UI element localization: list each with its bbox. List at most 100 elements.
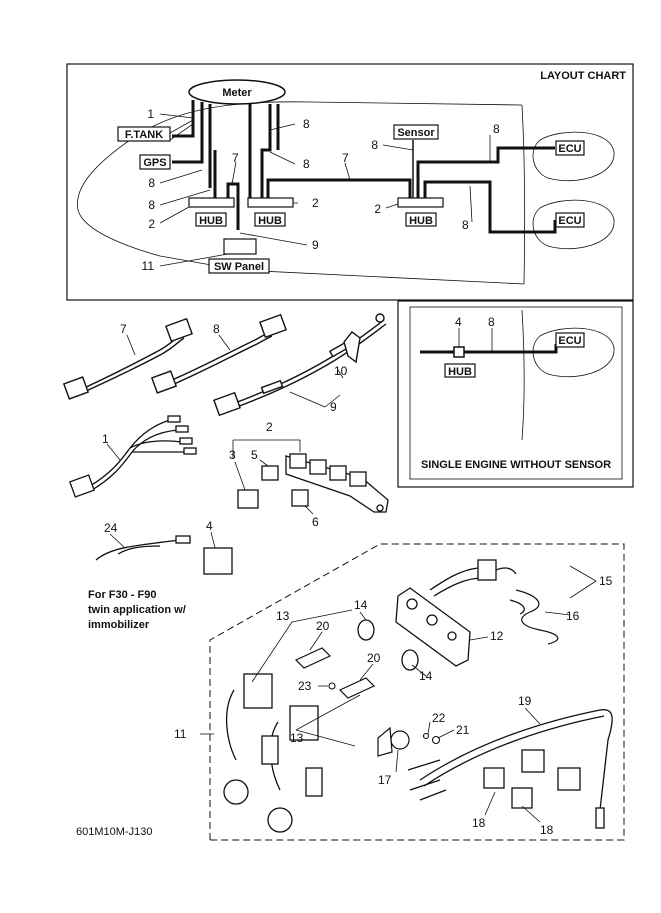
- hub-block-2: [285, 453, 389, 513]
- engine-outline-top: [532, 131, 615, 182]
- callout-4: 4: [206, 519, 213, 533]
- single-ecu-label: ECU: [558, 335, 581, 347]
- callout-11: 11: [174, 727, 187, 741]
- callout-8: 8: [148, 176, 155, 190]
- key-switch-15: [429, 559, 517, 597]
- labelled-boxes: [117, 124, 585, 274]
- callout-7: 7: [342, 151, 349, 165]
- callout-8: 8: [488, 315, 495, 329]
- callout-18: 18: [540, 823, 554, 837]
- part-4: [203, 547, 233, 575]
- hub-label-1: HUB: [199, 215, 223, 227]
- callout-24: 24: [104, 521, 118, 535]
- callout-20: 20: [316, 619, 330, 633]
- callout-18: 18: [472, 816, 486, 830]
- sw-panel-label: SW Panel: [214, 261, 264, 273]
- callout-2: 2: [374, 202, 381, 216]
- callout-13: 13: [276, 609, 290, 623]
- hub-label-2: HUB: [258, 215, 282, 227]
- layout-chart-frame: [66, 63, 634, 301]
- sensor-label: Sensor: [397, 127, 435, 139]
- callout-23: 23: [298, 679, 312, 693]
- meter-label: Meter: [222, 87, 252, 99]
- drawing-code: 601M10M-J130: [76, 826, 153, 838]
- ecu-label-2: ECU: [558, 215, 581, 227]
- hub-label-3: HUB: [409, 215, 433, 227]
- callout-16: 16: [566, 609, 580, 623]
- callout-2: 2: [312, 196, 319, 210]
- callout-8: 8: [303, 117, 310, 131]
- callout-14: 14: [419, 669, 433, 683]
- callout-4: 4: [455, 315, 462, 329]
- harness-19: [407, 709, 613, 829]
- part-5: [261, 465, 279, 481]
- layout-leader-lines: [159, 113, 491, 267]
- callout-7: 7: [232, 151, 239, 165]
- callout-8: 8: [493, 122, 500, 136]
- bracket-20: [294, 647, 376, 699]
- callout-6: 6: [312, 515, 319, 529]
- callout-3: 3: [229, 448, 236, 462]
- callout-1: 1: [147, 107, 154, 121]
- layout-callouts: 1 8 8 8 2 7 8 7 8 2 2 8 8 9 11: [142, 107, 500, 273]
- mid-leader-lines: [106, 334, 344, 549]
- callout-9: 9: [312, 238, 319, 252]
- hub-bars: [188, 197, 444, 208]
- kit-leader-lines: [200, 565, 597, 823]
- part-6: [291, 489, 309, 507]
- single-engine-inset: [397, 300, 634, 488]
- gps-label: GPS: [143, 157, 166, 169]
- callout-10: 10: [334, 364, 348, 378]
- boat-hull-outline: [77, 101, 525, 285]
- callout-21: 21: [456, 723, 470, 737]
- harness-lines: [172, 100, 557, 234]
- mid-callouts: 7 8 10 9 1 2 3 5 6 4 24: [102, 322, 348, 535]
- layout-chart-title: LAYOUT CHART: [540, 70, 626, 82]
- callout-20: 20: [367, 651, 381, 665]
- callout-13: 13: [290, 731, 304, 745]
- kit-callouts: 13 14 20 20 14 12 15 16 23 13 19 22 21 1…: [174, 574, 613, 837]
- harness-8: [150, 313, 287, 394]
- callout-8: 8: [148, 198, 155, 212]
- callout-15: 15: [599, 574, 613, 588]
- switch-panel-12: [395, 587, 471, 667]
- harness-7: [62, 317, 193, 400]
- lanyard-16: [509, 589, 559, 645]
- harness-9: [213, 313, 387, 417]
- harness-1: [69, 415, 197, 498]
- note-line-3: immobilizer: [88, 619, 150, 631]
- cap-14: [357, 619, 419, 671]
- callout-8: 8: [303, 157, 310, 171]
- part-3: [237, 489, 259, 509]
- callout-7: 7: [120, 322, 127, 336]
- part-24: [95, 535, 191, 561]
- callout-12: 12: [490, 629, 504, 643]
- callout-17: 17: [378, 773, 392, 787]
- callout-2: 2: [266, 420, 273, 434]
- callout-1: 1: [102, 432, 109, 446]
- screws-21-22-23: [328, 682, 441, 745]
- switch-housings-13: [223, 673, 323, 833]
- callout-14: 14: [354, 598, 368, 612]
- note-line-2: twin application w/: [88, 604, 186, 616]
- callout-11: 11: [142, 259, 155, 273]
- callout-9: 9: [330, 400, 337, 414]
- callout-8: 8: [462, 218, 469, 232]
- single-engine-frame: [397, 300, 634, 488]
- callout-5: 5: [251, 448, 258, 462]
- callout-8: 8: [213, 322, 220, 336]
- meter-ellipse: [188, 79, 286, 105]
- kit-dashed-boundary: [209, 543, 625, 841]
- connector-17: [377, 726, 410, 757]
- ecu-label-1: ECU: [558, 143, 581, 155]
- single-engine-title: SINGLE ENGINE WITHOUT SENSOR: [421, 459, 611, 471]
- application-note: For F30 - F90 twin application w/ immobi…: [88, 588, 186, 633]
- ftank-label: F.TANK: [125, 129, 163, 141]
- callout-2: 2: [148, 217, 155, 231]
- boat-hull-stern: [521, 104, 525, 285]
- callout-22: 22: [432, 711, 446, 725]
- callout-19: 19: [518, 694, 532, 708]
- single-hub-label: HUB: [448, 366, 472, 378]
- callout-8: 8: [371, 138, 378, 152]
